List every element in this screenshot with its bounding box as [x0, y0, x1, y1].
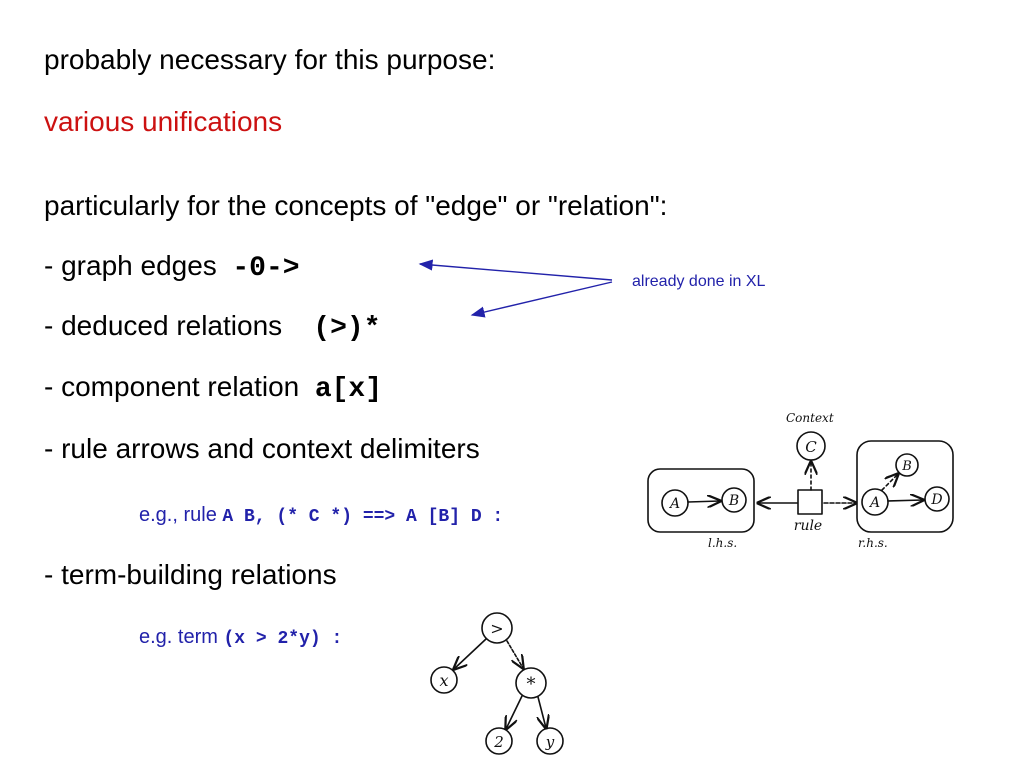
tree-edge-root-right [506, 640, 523, 668]
annotation-arrow-bottom [470, 281, 613, 318]
graph-edges-line: - graph edges -0-> [44, 250, 300, 284]
tree-edge-root-left [454, 638, 487, 669]
concepts-line: particularly for the concepts of "edge" … [44, 190, 668, 221]
rhs-edge-ab [881, 474, 898, 491]
rhs-label: r.h.s. [858, 536, 888, 550]
tree-left-label: x [439, 671, 448, 690]
deduced-line: - deduced relations (>)* [44, 310, 381, 344]
tree-left-node [430, 666, 458, 694]
context-node-label: C [805, 438, 817, 456]
rhs-node-b [895, 453, 919, 477]
rule-label: rule [794, 518, 822, 534]
component-code: a[x] [314, 374, 383, 405]
lhs-node-b-label: B [728, 493, 739, 509]
rule-diagram: Context C rule A B l.h.s. A B D r.h.s. [647, 411, 954, 550]
component-text: - component relation [44, 371, 300, 402]
deduced-text: - deduced relations [44, 310, 283, 341]
rule-node [797, 489, 823, 515]
tree-right-right-label: y [545, 733, 555, 751]
context-label: Context [786, 411, 834, 425]
rhs-node-d-label: D [930, 492, 942, 508]
annotation-note: already done in XL [632, 273, 766, 290]
rhs-node-a-label: A [868, 495, 880, 511]
deduced-code: (>)* [313, 313, 381, 344]
term-example-code: (x > 2*y) : [223, 629, 343, 649]
graph-edges-text: - graph edges [44, 250, 217, 281]
rhs-box [856, 440, 954, 533]
graph-edges-code: -0-> [232, 253, 300, 284]
rule-example-code: A B, (* C *) ==> A [B] D : [222, 507, 504, 527]
lhs-node-a-label: A [668, 496, 680, 512]
rhs-node-b-label: B [901, 459, 912, 474]
tree-right-left-label: 2 [493, 733, 504, 751]
term-example-text: e.g. term [139, 626, 218, 648]
term-building-line: - term-building relations [44, 559, 337, 590]
term-example-line: e.g. term (x > 2*y) : [139, 626, 342, 649]
rhs-edge-ad [887, 500, 923, 501]
rule-example-line: e.g., rule A B, (* C *) ==> A [B] D : [139, 504, 503, 527]
tree-root-label: > [490, 619, 503, 638]
rhs-node-a [861, 488, 889, 516]
term-tree: > x * 2 y [430, 612, 564, 755]
component-line: - component relation a[x] [44, 371, 382, 405]
annotation-arrow-top [418, 259, 613, 281]
rhs-node-d [924, 486, 950, 512]
lhs-edge [687, 501, 720, 502]
rule-arrows-line: - rule arrows and context delimiters [44, 433, 480, 464]
lhs-node-b [721, 487, 747, 513]
lhs-node-a [661, 489, 689, 517]
rule-example-text: e.g., rule [139, 504, 217, 526]
tree-right-label: * [527, 674, 536, 695]
tree-root-node [481, 612, 513, 644]
tree-right-node [515, 667, 547, 699]
intro-line: probably necessary for this purpose: [44, 44, 496, 75]
highlight-line: various unifications [44, 106, 283, 137]
context-node [796, 431, 826, 461]
lhs-label: l.h.s. [708, 536, 737, 550]
lhs-box [647, 468, 755, 533]
tree-edge-right-left [506, 695, 523, 729]
tree-edge-right-right [538, 696, 546, 728]
tree-right-left-node [485, 727, 513, 755]
